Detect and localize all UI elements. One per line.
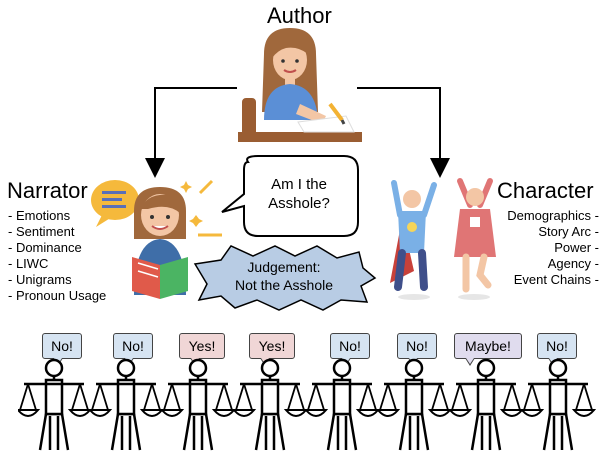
arrow-to-character (357, 87, 450, 178)
character-feature: Event Chains - (513, 272, 599, 287)
question-speech-bubble (221, 155, 359, 237)
vote-bubble: No! (537, 333, 577, 366)
narrator-feature-list: - Emotions - Sentiment - Dominance - LIW… (8, 208, 106, 304)
narrator-feature: - Dominance (8, 240, 82, 255)
vote-bubble: No! (113, 333, 153, 366)
juror-with-scales-icon (90, 358, 164, 452)
superhero-characters-icon (390, 178, 496, 300)
narrator-reading-icon (91, 179, 222, 299)
question-line1: Am I the (271, 176, 327, 193)
juror-with-scales-icon (306, 358, 380, 452)
narrator-feature: - Pronoun Usage (8, 288, 107, 303)
character-title: Character (497, 178, 594, 203)
vote-label: No! (406, 338, 428, 354)
narrator-title: Narrator (7, 178, 88, 203)
question-line2: Asshole? (268, 195, 330, 212)
narrator-feature: - Unigrams (8, 272, 72, 287)
vote-bubble: No! (397, 333, 437, 366)
vote-label: No! (339, 338, 361, 354)
juror-with-scales-icon (162, 358, 236, 452)
juror-with-scales-icon (234, 358, 308, 452)
vote-label: Yes! (258, 338, 286, 354)
vote-label: No! (122, 338, 144, 354)
vote-label: Yes! (188, 338, 216, 354)
vote-label: No! (546, 338, 568, 354)
judgement-line2: Not the Asshole (234, 277, 334, 293)
narrator-feature: - Emotions (8, 208, 71, 223)
vote-bubble: Maybe! (454, 333, 522, 366)
juror-with-scales-icon (378, 358, 452, 452)
character-feature: Demographics - (507, 208, 599, 223)
judgement-starburst (193, 245, 377, 311)
question-text: Am I the Asshole? (246, 175, 352, 213)
vote-bubble: Yes! (249, 333, 295, 366)
vote-bubble: No! (330, 333, 370, 366)
juror-with-scales-icon (450, 358, 524, 452)
vote-label: Maybe! (465, 338, 511, 354)
judgement-line1: Judgement: (247, 259, 321, 275)
character-feature-list: Demographics - Story Arc - Power - Agenc… (507, 208, 599, 288)
vote-bubble: No! (42, 333, 82, 366)
character-feature: Agency - (547, 256, 599, 271)
narrator-feature: - Sentiment (8, 224, 75, 239)
vote-bubble: Yes! (179, 333, 225, 366)
juror-with-scales-icon (522, 358, 596, 452)
character-feature: Power - (554, 240, 599, 255)
vote-label: No! (51, 338, 73, 354)
arrow-to-narrator (145, 87, 237, 178)
narrator-feature: - LIWC (8, 256, 49, 271)
judgement-text: Judgement: Not the Asshole (214, 258, 354, 294)
author-writing-icon (238, 28, 362, 142)
juror-with-scales-icon (18, 358, 92, 452)
author-title: Author (267, 3, 332, 28)
character-feature: Story Arc - (538, 224, 599, 239)
